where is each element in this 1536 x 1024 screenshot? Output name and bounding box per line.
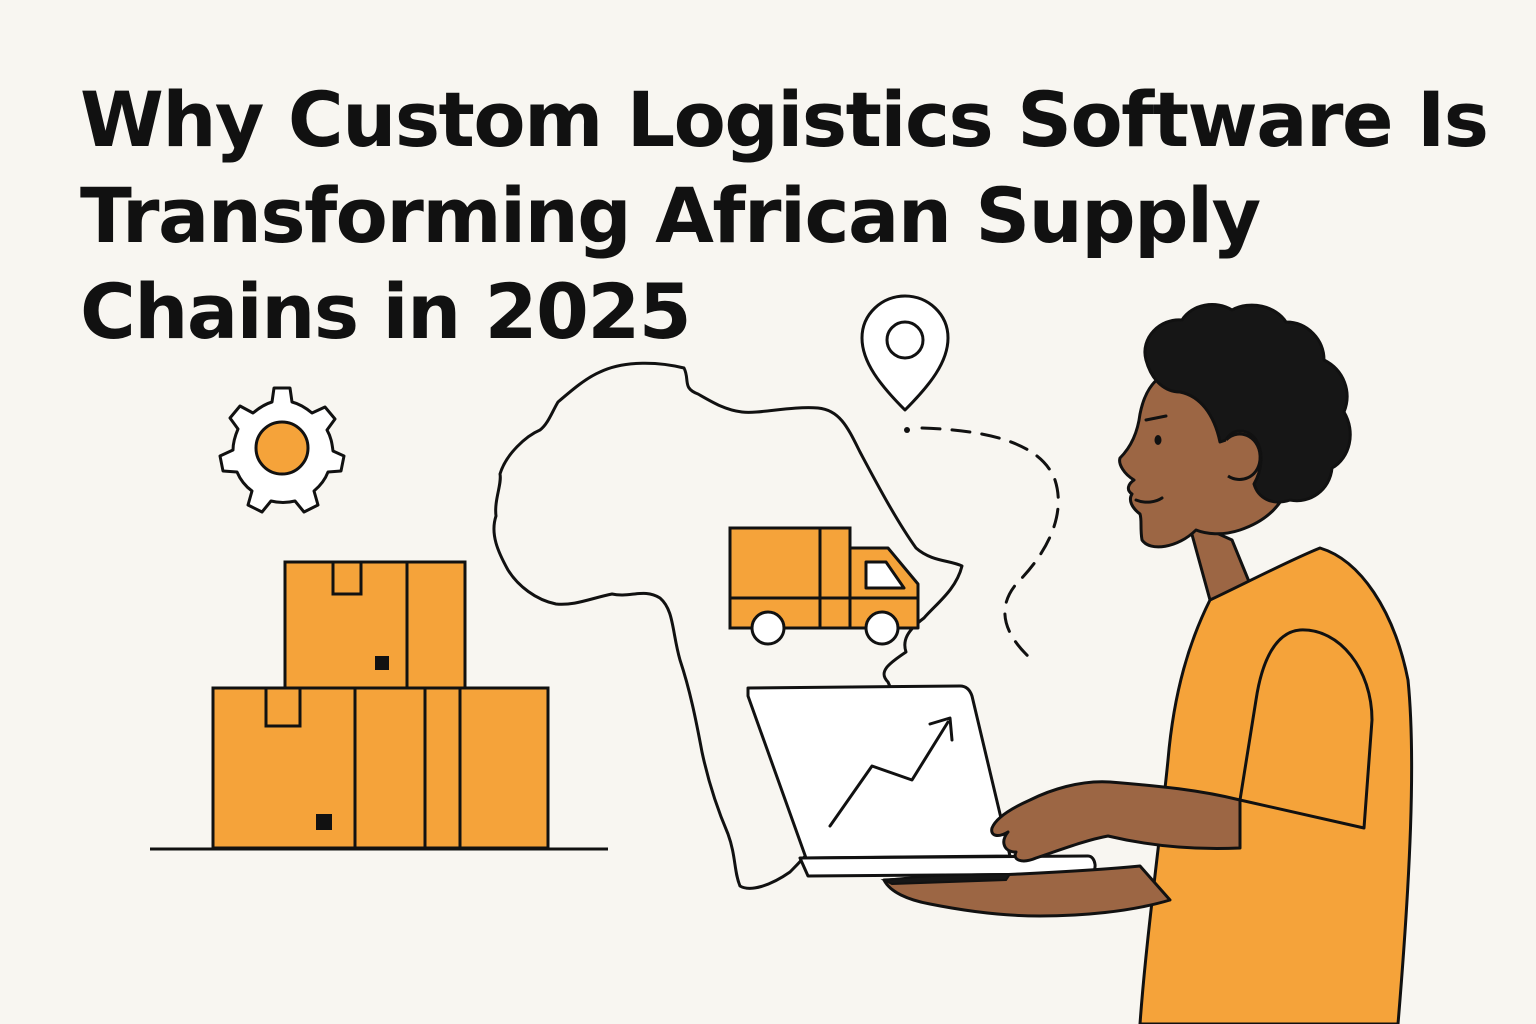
title-line-3: Chains in 2025: [80, 267, 692, 356]
laptop-icon[interactable]: [746, 684, 1097, 878]
hair: [1143, 303, 1352, 504]
delivery-truck-icon: [728, 526, 920, 646]
title-line-1: Why Custom Logistics Software Is: [80, 75, 1489, 164]
package-box-icon: [211, 560, 550, 850]
person-illustration: [1118, 303, 1414, 1024]
arms: [880, 780, 1242, 918]
location-pin-icon: [860, 294, 950, 433]
page-title: Why Custom Logistics Software Is Transfo…: [80, 72, 1489, 360]
trend-up-arrow-icon: [828, 716, 954, 828]
route-path: [920, 426, 1060, 660]
title-line-2: Transforming African Supply: [80, 171, 1261, 260]
laptop-screen[interactable]: [746, 684, 1012, 860]
gear-icon: [218, 386, 346, 514]
